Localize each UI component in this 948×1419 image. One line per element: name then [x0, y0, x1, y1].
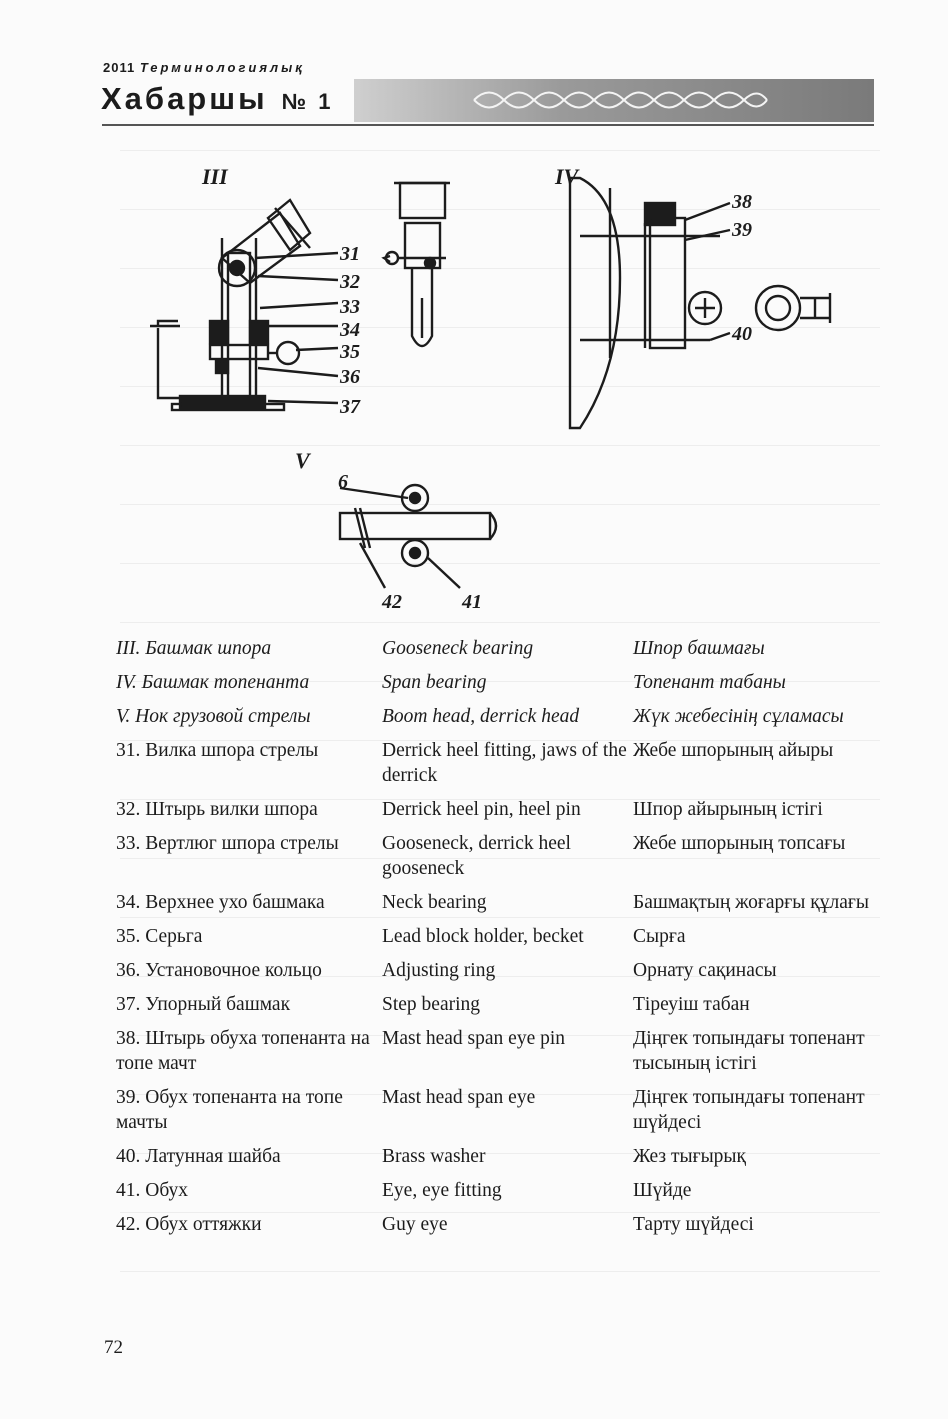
term-english: Adjusting ring [382, 960, 496, 981]
term-kazakh: Башмақтың жоғарғы құлағы [633, 892, 869, 913]
term-row: III. Башмак шпора Gooseneck bearing Шпор б… [116, 636, 886, 670]
term-russian: 37. Упорный башмак [116, 994, 291, 1015]
label-36: 36 [339, 366, 360, 388]
term-english: Eye, eye fitting [382, 1180, 502, 1201]
term-russian: 32. Штырь вилки шпора [116, 799, 318, 820]
term-russian: 38. Штырь обуха топенанта на топе мачт [116, 1028, 370, 1074]
terminology-table: III. Башмак шпора Gooseneck bearing Шпор б… [116, 636, 886, 1246]
term-russian: 39. Обух топенанта на топе мачты [116, 1087, 343, 1133]
label-39: 39 [731, 219, 752, 241]
term-kazakh: Жебе шпорының айыры [633, 740, 834, 761]
journal-subtitle: Терминологиялық [139, 60, 305, 75]
term-kazakh: Жүк жебесінің сұламасы [633, 706, 844, 727]
view-3-gooseneck-bearing [150, 198, 339, 412]
term-english: Gooseneck bearing [382, 638, 534, 659]
term-row: 31. Вилка шпора стрелы Derrick heel fitti… [116, 738, 886, 797]
term-russian: 36. Установочное кольцо [116, 960, 322, 981]
label-32: 32 [339, 271, 360, 293]
term-kazakh: Топенант табаны [633, 672, 786, 693]
term-row: 40. Латунная шайба Brass washer Жез тығыры… [116, 1144, 886, 1178]
label-42: 42 [381, 591, 402, 613]
term-english: Brass washer [382, 1146, 486, 1167]
term-kazakh: Орнату сақинасы [633, 960, 777, 981]
ornament-pattern-icon [473, 91, 768, 109]
label-35: 35 [339, 341, 360, 363]
term-kazakh: Шпор башмағы [633, 638, 765, 659]
term-english: Derrick heel pin, heel pin [382, 799, 581, 820]
term-russian: V. Нок грузовой стрелы [116, 706, 311, 727]
label-view-5: V [295, 448, 312, 473]
term-row: 37. Упорный башмак Step bearing Тіреуіш та… [116, 992, 886, 1026]
journal-title: Хабаршы [101, 81, 268, 116]
term-kazakh: Діңгек топындағы топенант шүйдесі [633, 1087, 865, 1133]
derrick-fittings-diagram: III IV V 31 32 33 34 35 36 37 38 39 40 6… [150, 164, 832, 613]
term-english: Mast head span eye [382, 1087, 536, 1108]
term-russian: 31. Вилка шпора стрелы [116, 740, 319, 761]
header-rule [102, 124, 874, 126]
term-english: Step bearing [382, 994, 481, 1015]
term-english: Gooseneck, derrick heel gooseneck [382, 833, 571, 879]
journal-year: 2011 [103, 60, 136, 75]
term-row: 39. Обух топенанта на топе мачты Mast hea… [116, 1085, 886, 1144]
term-row: 36. Установочное кольцо Adjusting ring Орн… [116, 958, 886, 992]
term-kazakh: Тарту шүйдесі [633, 1214, 754, 1235]
term-row: 41. Обух Eye, eye fitting Шүйде [116, 1178, 886, 1212]
term-english: Mast head span eye pin [382, 1028, 566, 1049]
term-russian: 41. Обух [116, 1180, 189, 1201]
term-russian: III. Башмак шпора [116, 638, 272, 659]
header-ornament-band [354, 79, 874, 122]
term-row: 38. Штырь обуха топенанта на топе мачт Ma… [116, 1026, 886, 1085]
term-kazakh: Жез тығырық [633, 1146, 747, 1167]
label-31: 31 [339, 243, 360, 265]
label-38: 38 [731, 191, 752, 213]
label-view-3: III [201, 164, 229, 189]
term-russian: IV. Башмак топенанта [116, 672, 310, 693]
label-41: 41 [461, 591, 482, 613]
term-english: Lead block holder, becket [382, 926, 584, 947]
label-40: 40 [731, 323, 752, 345]
view-4-span-bearing [568, 176, 832, 430]
view-5-boom-head [338, 483, 498, 589]
term-english: Span bearing [382, 672, 487, 693]
term-kazakh: Тіреуіш табан [633, 994, 750, 1015]
page-number: 72 [104, 1337, 123, 1358]
term-kazakh: Шпор айырының істігі [633, 799, 823, 820]
term-russian: 33. Вертлюг шпора стрелы [116, 833, 339, 854]
journal-title-line: Хабаршы № 1 [101, 81, 333, 117]
term-kazakh: Сырға [633, 926, 686, 947]
term-russian: 35. Серьга [116, 926, 203, 947]
journal-year-line: 2011 Терминологиялық [103, 60, 305, 75]
label-34: 34 [339, 319, 360, 341]
view-side-bearing [381, 181, 450, 348]
term-english: Boom head, derrick head [382, 706, 580, 727]
label-37: 37 [339, 396, 361, 418]
term-row: 33. Вертлюг шпора стрелы Gooseneck, derri… [116, 831, 886, 890]
term-russian: 42. Обух оттяжки [116, 1214, 262, 1235]
issue-number: № 1 [281, 89, 334, 114]
term-kazakh: Діңгек топындағы топенант тысының істігі [633, 1028, 865, 1074]
term-row: 35. Серьга Lead block holder, becket Сырға [116, 924, 886, 958]
label-6: 6 [338, 471, 348, 493]
term-english: Derrick heel fitting, jaws of the derric… [382, 740, 627, 786]
term-kazakh: Жебе шпорының топсағы [633, 833, 846, 854]
term-row: IV. Башмак топенанта Span bearing Топенант… [116, 670, 886, 704]
term-russian: 40. Латунная шайба [116, 1146, 281, 1167]
term-row: 42. Обух оттяжки Guy eye Тарту шүйдесі [116, 1212, 886, 1246]
term-row: V. Нок грузовой стрелы Boom head, derrick… [116, 704, 886, 738]
label-view-4: IV [554, 164, 581, 189]
term-russian: 34. Верхнее ухо башмака [116, 892, 325, 913]
label-33: 33 [339, 296, 360, 318]
term-row: 32. Штырь вилки шпора Derrick heel pin, h… [116, 797, 886, 831]
term-kazakh: Шүйде [633, 1180, 692, 1201]
term-english: Neck bearing [382, 892, 487, 913]
term-row: 34. Верхнее ухо башмака Neck bearing Башма… [116, 890, 886, 924]
term-english: Guy eye [382, 1214, 448, 1235]
